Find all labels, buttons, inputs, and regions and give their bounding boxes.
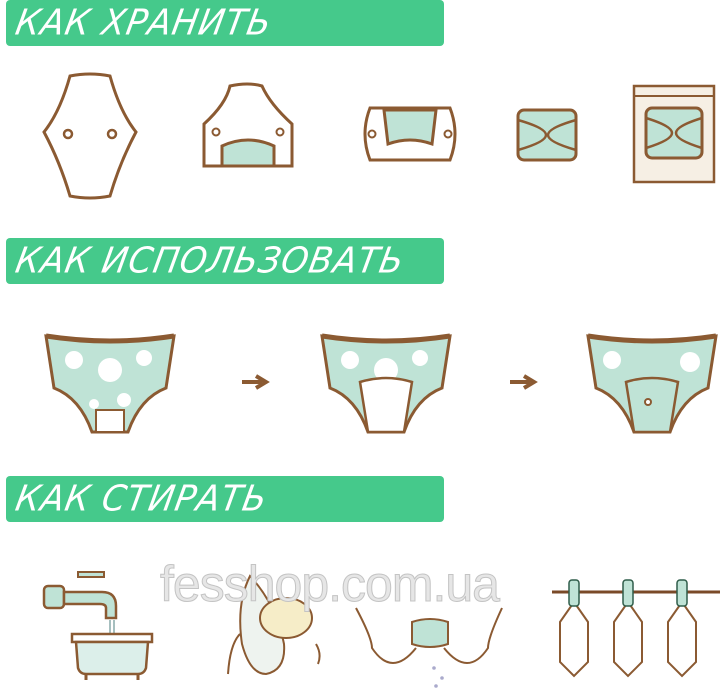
pad-folded-icon (516, 108, 578, 162)
panties-icon (586, 333, 718, 434)
pad-in-bag-icon (632, 84, 716, 184)
pad-open-icon (42, 72, 138, 200)
arrow-right-icon (510, 374, 538, 390)
arrow-right-icon (242, 374, 270, 390)
pads-on-clothesline-icon (552, 579, 720, 678)
section-title: КАК ИСПОЛЬЗОВАТЬ (12, 240, 408, 282)
section-header-usage: КАК ИСПОЛЬЗОВАТЬ (6, 238, 444, 284)
pad-fold-two-icon (363, 106, 457, 162)
section-title: КАК ХРАНИТЬ (12, 2, 276, 45)
panties-icon (320, 333, 452, 434)
soap-pad-icon (227, 574, 321, 676)
pad-fold-one-icon (202, 82, 294, 168)
faucet-basin-icon (42, 571, 154, 680)
hands-wringing-icon (355, 607, 503, 688)
section-header-washing: КАК СТИРАТЬ (6, 476, 444, 522)
watermark: fesshop.com.ua (160, 556, 501, 613)
section-title: КАК СТИРАТЬ (12, 478, 271, 520)
panties-icon (44, 333, 176, 434)
section-header-storage: КАК ХРАНИТЬ (6, 0, 444, 46)
